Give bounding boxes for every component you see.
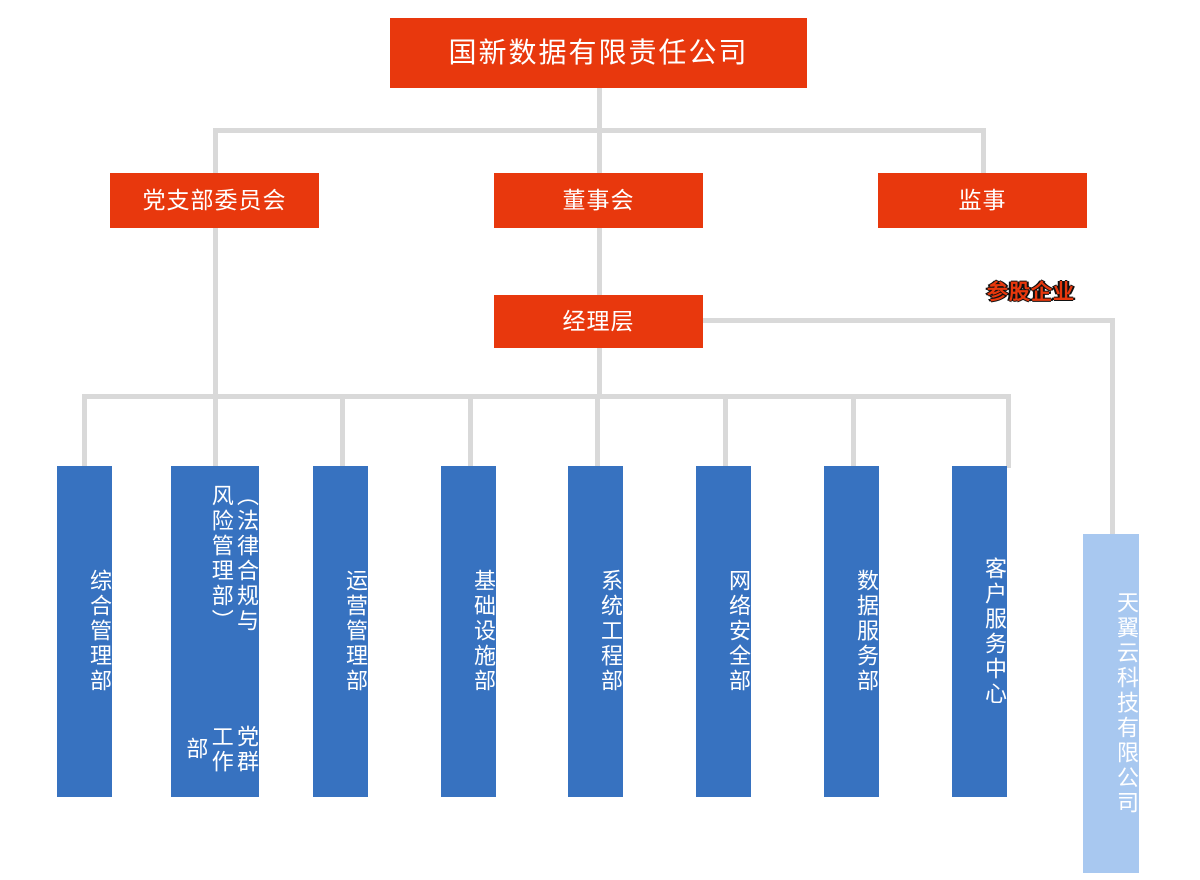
node-dept-system-engineering-label: 系统工程部 bbox=[598, 569, 623, 694]
connector-affiliate-horizontal bbox=[703, 318, 1115, 323]
node-root-company-label: 国新数据有限责任公司 bbox=[448, 36, 749, 68]
node-dept-general-management-label: 综合管理部 bbox=[87, 569, 112, 694]
node-dept-party-affairs-paren: （法律合规与风险管理部） bbox=[208, 484, 259, 635]
connector-dept-8 bbox=[1006, 394, 1011, 468]
connector-dept-1 bbox=[82, 394, 87, 468]
connector-management-down bbox=[597, 348, 602, 396]
connector-dept-6 bbox=[723, 394, 728, 468]
node-dept-operations-management[interactable]: 运营管理部 bbox=[313, 466, 368, 797]
node-board-of-directors[interactable]: 董事会 bbox=[494, 173, 703, 228]
connector-affiliate-vertical bbox=[1110, 318, 1115, 536]
affiliate-section-label: 参股企业 bbox=[987, 276, 1075, 306]
node-affiliate-tianyi-cloud-label: 天翼云科技有限公司 bbox=[1114, 591, 1139, 816]
node-board-of-directors-label: 董事会 bbox=[562, 187, 635, 214]
node-supervisor-label: 监事 bbox=[958, 187, 1007, 214]
node-dept-party-affairs[interactable]: 党群工作部 （法律合规与风险管理部） bbox=[171, 466, 259, 797]
node-party-committee-label: 党支部委员会 bbox=[142, 187, 287, 214]
connector-root-down bbox=[597, 88, 602, 130]
node-dept-infrastructure[interactable]: 基础设施部 bbox=[441, 466, 496, 797]
connector-supervisor-up bbox=[981, 128, 986, 173]
connector-party-to-dept bbox=[213, 228, 218, 468]
node-supervisor[interactable]: 监事 bbox=[878, 173, 1087, 228]
connector-dept-5 bbox=[595, 394, 600, 468]
connector-dept-7 bbox=[851, 394, 856, 468]
node-management-layer[interactable]: 经理层 bbox=[494, 295, 703, 348]
node-root-company[interactable]: 国新数据有限责任公司 bbox=[390, 18, 807, 88]
node-dept-general-management[interactable]: 综合管理部 bbox=[57, 466, 112, 797]
node-dept-customer-service-center[interactable]: 客户服务中心 bbox=[952, 466, 1007, 797]
node-dept-data-services-label: 数据服务部 bbox=[854, 569, 879, 694]
node-dept-data-services[interactable]: 数据服务部 bbox=[824, 466, 879, 797]
node-affiliate-tianyi-cloud[interactable]: 天翼云科技有限公司 bbox=[1083, 534, 1139, 873]
connector-board-to-management bbox=[597, 228, 602, 295]
node-dept-party-affairs-label: 党群工作部 bbox=[183, 724, 259, 775]
node-dept-system-engineering[interactable]: 系统工程部 bbox=[568, 466, 623, 797]
affiliate-section-label-text: 参股企业 bbox=[987, 281, 1075, 304]
node-management-layer-label: 经理层 bbox=[562, 308, 635, 335]
connector-dept-4 bbox=[468, 394, 473, 468]
connector-dept-3 bbox=[340, 394, 345, 468]
node-dept-customer-service-center-label: 客户服务中心 bbox=[982, 556, 1007, 707]
node-dept-network-security-label: 网络安全部 bbox=[726, 569, 751, 694]
connector-departments-bus bbox=[82, 394, 1010, 399]
node-dept-infrastructure-label: 基础设施部 bbox=[471, 569, 496, 694]
node-dept-operations-management-label: 运营管理部 bbox=[343, 569, 368, 694]
connector-party-up bbox=[213, 128, 218, 173]
node-dept-network-security[interactable]: 网络安全部 bbox=[696, 466, 751, 797]
connector-board-up bbox=[597, 128, 602, 173]
node-party-committee[interactable]: 党支部委员会 bbox=[110, 173, 319, 228]
